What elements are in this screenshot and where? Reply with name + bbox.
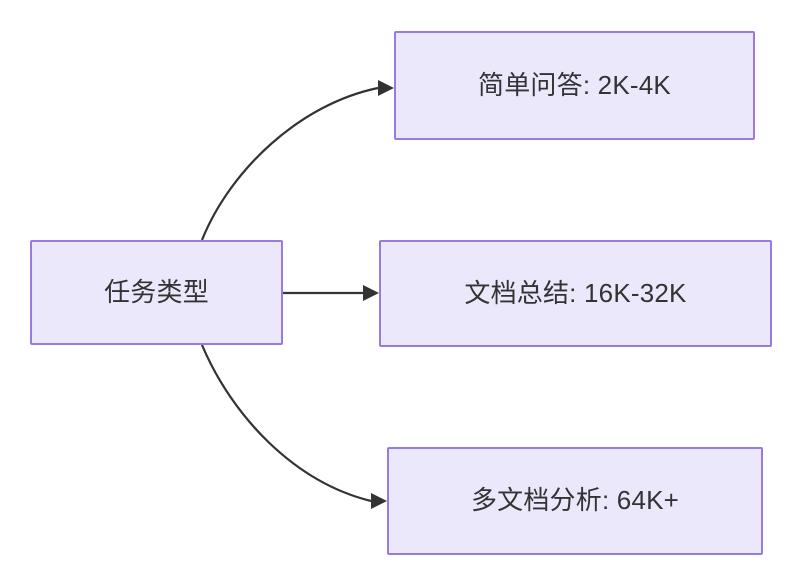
edge-source-to-multidoc <box>200 344 387 509</box>
node-task-type[interactable]: 任务类型 <box>30 240 283 345</box>
node-multi-document-analysis-label: 多文档分析: 64K+ <box>470 485 680 516</box>
node-multi-document-analysis[interactable]: 多文档分析: 64K+ <box>387 447 763 555</box>
node-simple-qa[interactable]: 简单问答: 2K-4K <box>394 31 755 140</box>
node-document-summary[interactable]: 文档总结: 16K-32K <box>379 240 772 347</box>
node-document-summary-label: 文档总结: 16K-32K <box>464 277 687 308</box>
edge-source-to-doc-summary <box>283 285 379 301</box>
node-simple-qa-label: 简单问答: 2K-4K <box>478 69 671 100</box>
node-task-type-label: 任务类型 <box>104 276 209 307</box>
edge-source-to-simple-qa <box>200 80 394 241</box>
